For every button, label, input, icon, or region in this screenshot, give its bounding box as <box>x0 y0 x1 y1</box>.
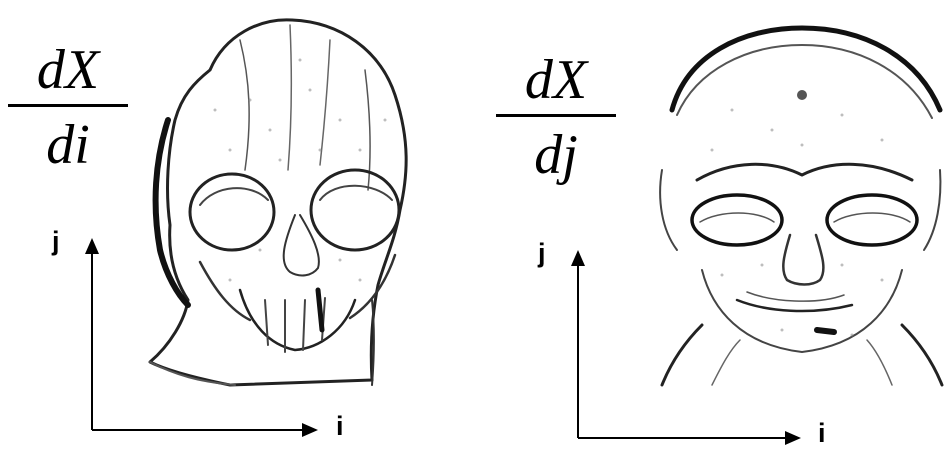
vertical-axis-arrowhead <box>571 250 585 266</box>
axes-right <box>472 0 944 449</box>
vertical-axis-label: j <box>538 240 546 267</box>
horizontal-axis-label: i <box>336 413 344 440</box>
vertical-axis-label: j <box>52 228 60 255</box>
vertical-axis-arrowhead <box>85 238 99 254</box>
panel-derivative-j: dX dj <box>472 0 944 449</box>
axes-left <box>0 0 472 449</box>
horizontal-axis-arrowhead <box>785 431 801 445</box>
horizontal-axis-label: i <box>818 420 826 447</box>
panel-derivative-i: dX di <box>0 0 472 449</box>
horizontal-axis-arrowhead <box>302 423 318 437</box>
